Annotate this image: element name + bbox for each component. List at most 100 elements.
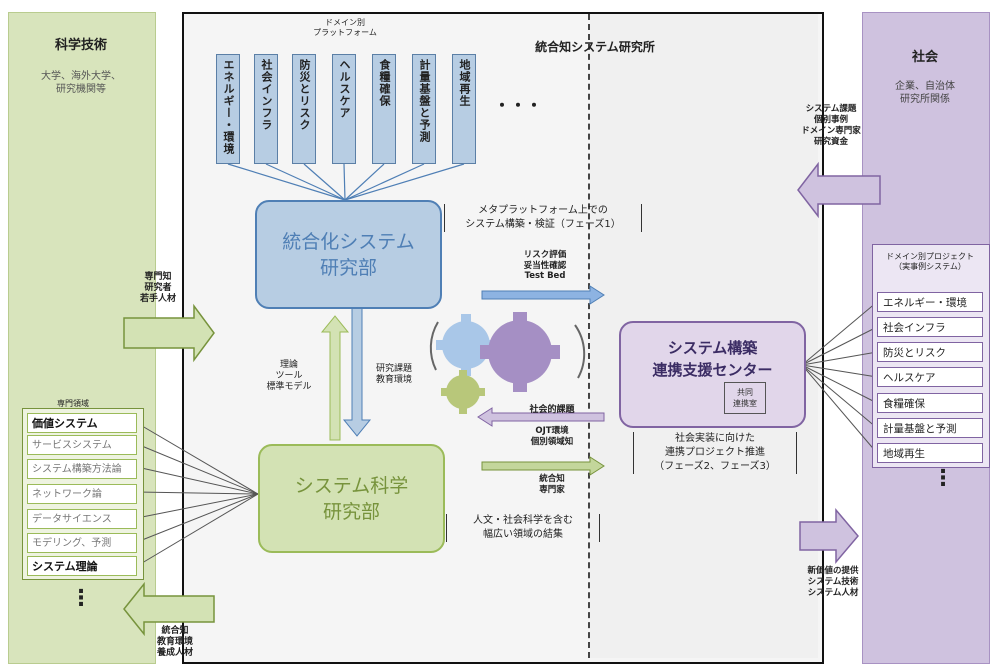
label-line: 標準モデル	[266, 382, 312, 392]
note-line: 連携プロジェクト推進	[665, 447, 765, 458]
badge-line: 共同	[737, 388, 753, 397]
label-line: 新価値の提供	[807, 566, 859, 576]
label-line: ドメイン専門家	[801, 126, 861, 136]
note-line: 人文・社会科学を含む	[473, 515, 573, 526]
label-line: システム課題	[805, 104, 857, 114]
note-line: システム構築・検証（フェーズ1）	[465, 219, 621, 230]
domain-box: 食糧確保	[372, 54, 396, 164]
label-line: 妥当性確認	[523, 260, 567, 271]
dept1-note: メタプラットフォーム上での システム構築・検証（フェーズ1）	[444, 204, 642, 232]
label-line: 研究者	[144, 283, 172, 293]
list-item: システム構築方法論	[27, 459, 137, 479]
divider-dashed	[588, 14, 590, 658]
label-line: ドメイン別	[325, 18, 365, 27]
label-line: ツール	[275, 371, 303, 381]
label-line: 教育環境	[375, 375, 412, 385]
list-item: システム理論	[27, 556, 137, 576]
left-title: 科学技術	[54, 38, 107, 53]
dept-line: 統合化システム	[282, 230, 415, 253]
label-line: 統合知	[539, 474, 565, 484]
integration-systems-dept: 統合化システム 研究部	[255, 200, 442, 309]
label-line: 教育環境	[156, 637, 193, 647]
list-item: 社会インフラ	[877, 317, 983, 337]
ojt-label: OJT環境 個別領域知	[512, 426, 592, 447]
right-in-arrow-label: システム課題 個別事例 ドメイン専門家 研究資金	[786, 104, 876, 148]
domain-box: 社会インフラ	[254, 54, 278, 164]
list-item: 価値システム	[27, 413, 137, 433]
list-item: サービスシステム	[27, 435, 137, 455]
label-line: 研究資金	[813, 137, 848, 147]
dept-line: システム科学	[294, 474, 409, 497]
up-arrow-label: 理論 ツール 標準モデル	[254, 360, 324, 393]
note-line: 幅広い領域の結集	[483, 529, 563, 540]
domain-box: 防災とリスク	[292, 54, 316, 164]
left-subtitle: 大学、海外大学、 研究機関等	[8, 70, 154, 96]
expert-label: 統合知 専門家	[512, 474, 592, 495]
right-out-arrow-label: 新価値の提供 システム技術 システム人材	[790, 566, 876, 599]
note-line: 社会実装に向けた	[675, 433, 755, 444]
label-line: ドメイン別プロジェクト	[886, 252, 974, 261]
label-line: 個別事例	[813, 115, 848, 125]
list-item: 地域再生	[877, 443, 983, 463]
left-list-title: 専門領域	[57, 399, 89, 408]
label-line: 理論	[279, 360, 298, 370]
list-item: 食糧確保	[877, 393, 983, 413]
label-line: 養成人材	[156, 648, 193, 658]
testbed-label: リスク評価 妥当性確認 Test Bed	[500, 250, 590, 282]
list-item: モデリング、予測	[27, 533, 137, 553]
social-issue-label: 社会的課題	[529, 405, 575, 415]
right-list-more: ⋮	[932, 466, 954, 491]
hub-line: システム構築	[667, 339, 758, 357]
label-line: OJT環境	[535, 426, 569, 436]
dept-line: 研究部	[322, 500, 380, 523]
hub-line: 連携支援センター	[652, 361, 773, 379]
label-line: リスク評価	[523, 250, 567, 260]
right-subtitle-line: 研究所関係	[900, 94, 950, 105]
left-subtitle-line: 大学、海外大学、	[41, 71, 121, 82]
note-line: （フェーズ2、フェーズ3）	[654, 461, 776, 472]
institute-title: 統合知システム研究所	[535, 40, 655, 54]
list-item: ネットワーク論	[27, 484, 137, 504]
system-science-dept: システム科学 研究部	[258, 444, 445, 553]
label-line: 個別領域知	[530, 436, 574, 447]
collaboration-center: システム構築 連携支援センター	[619, 321, 806, 428]
list-item: 計量基盤と予測	[877, 418, 983, 438]
label-line: 専門家	[539, 484, 565, 495]
badge-line: 連携室	[733, 399, 757, 408]
right-list-title: ドメイン別プロジェクト （実事例システム）	[872, 252, 988, 272]
right-title: 社会	[911, 50, 938, 65]
list-item: エネルギー・環境	[877, 292, 983, 312]
label-line: システム技術	[807, 577, 859, 587]
right-subtitle-line: 企業、自治体	[895, 81, 955, 92]
domains-more: ・・・	[494, 96, 543, 115]
gears-icon	[429, 312, 586, 414]
left-list-more: ⋮	[70, 586, 92, 611]
label-line: システム人材	[807, 588, 859, 598]
domain-box: ヘルスケア	[332, 54, 356, 164]
collab-room-badge: 共同 連携室	[724, 382, 766, 414]
right-subtitle: 企業、自治体 研究所関係	[862, 80, 988, 106]
list-item: ヘルスケア	[877, 367, 983, 387]
note-line: メタプラットフォーム上での	[478, 205, 608, 216]
label-line: 若手人材	[139, 294, 176, 304]
left-subtitle-line: 研究機関等	[56, 84, 106, 95]
label-line: 研究課題	[375, 364, 412, 374]
dept-line: 研究部	[319, 256, 377, 279]
label-line: Test Bed	[524, 271, 566, 281]
domain-box: 地域再生	[452, 54, 476, 164]
domain-box: 計量基盤と予測	[412, 54, 436, 164]
platform-label: ドメイン別 プラットフォーム	[290, 18, 400, 38]
label-line: 統合知	[161, 626, 189, 636]
list-item: 防災とリスク	[877, 342, 983, 362]
dept2-note: 人文・社会科学を含む 幅広い領域の結集	[446, 514, 600, 542]
label-line: 専門知	[144, 272, 172, 282]
down-arrow-label: 研究課題 教育環境	[364, 364, 424, 386]
hub-note: 社会実装に向けた 連携プロジェクト推進 （フェーズ2、フェーズ3）	[633, 432, 797, 474]
domain-box: エネルギー・環境	[216, 54, 240, 164]
left-in-arrow-label: 専門知 研究者 若手人材	[118, 272, 198, 305]
label-line: （実事例システム）	[894, 262, 966, 271]
label-line: プラットフォーム	[313, 28, 377, 37]
list-item: データサイエンス	[27, 509, 137, 529]
left-out-arrow-label: 統合知 教育環境 養成人材	[140, 626, 210, 659]
